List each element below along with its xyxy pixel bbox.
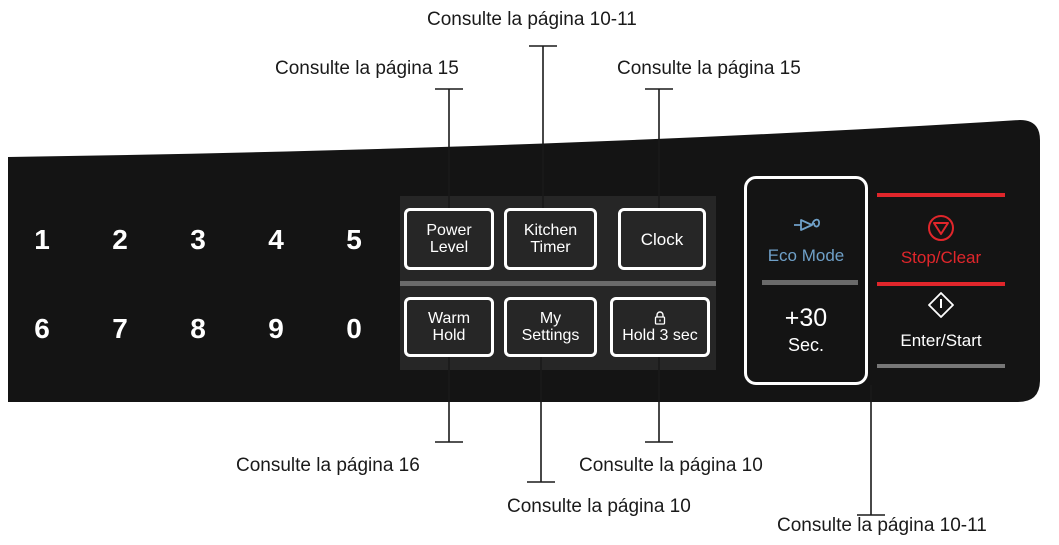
power-level-label-line2: Level <box>429 239 469 256</box>
number-key-9[interactable]: 9 <box>268 313 284 344</box>
my-settings-label-line1: My <box>539 310 562 327</box>
number-key-2[interactable]: 2 <box>112 224 128 255</box>
number-key-3[interactable]: 3 <box>190 224 206 255</box>
hold-3-sec-label: Hold 3 sec <box>622 326 698 344</box>
sec-label: Sec. <box>787 335 825 355</box>
kitchen-timer-page-reference: Consulte la página 10-11 <box>427 9 637 30</box>
number-key-4[interactable]: 4 <box>268 224 284 255</box>
number-key-7[interactable]: 7 <box>112 313 128 344</box>
eco-divider <box>762 280 858 285</box>
eco-mode-label: Eco Mode <box>767 246 845 265</box>
number-key-1[interactable]: 1 <box>34 224 50 255</box>
function-row-divider <box>400 281 716 286</box>
power-level-page-reference: Consulte la página 15 <box>275 58 459 79</box>
warm-hold-button[interactable]: Warm Hold <box>404 297 494 357</box>
number-key-8[interactable]: 8 <box>190 313 206 344</box>
eco-mode-button[interactable]: Eco Mode <box>746 178 866 276</box>
power-level-label-line1: Power <box>426 222 472 239</box>
callout-leaders <box>435 45 885 516</box>
stop-bottom-red-bar <box>877 282 1005 286</box>
my-settings-page-reference: Consulte la página 10 <box>507 496 691 517</box>
power-level-button[interactable]: Power Level <box>404 208 494 270</box>
number-key-6[interactable]: 6 <box>34 313 50 344</box>
clock-button[interactable]: Clock <box>618 208 706 270</box>
warm-hold-label-line2: Hold <box>432 327 466 344</box>
enter-start-label: Enter/Start <box>900 331 982 350</box>
my-settings-button[interactable]: My Settings <box>504 297 597 357</box>
warm-hold-label-line1: Warm <box>427 310 471 327</box>
warm-hold-page-reference: Consulte la página 16 <box>236 455 420 476</box>
clock-page-reference: Consulte la página 15 <box>617 58 801 79</box>
eco-leaf-icon <box>792 210 822 239</box>
eco-plus30-key-group <box>744 176 868 385</box>
child-lock-page-reference: Consulte la página 10 <box>579 455 763 476</box>
start-bottom-grey-bar <box>877 364 1005 368</box>
eco-mode-page-reference: Consulte la página 10-11 <box>777 515 987 536</box>
kitchen-timer-label-line1: Kitchen <box>523 222 578 239</box>
stop-clear-button[interactable]: Stop/Clear <box>876 198 1006 278</box>
clock-label: Clock <box>640 229 684 249</box>
kitchen-timer-label-line2: Timer <box>530 239 571 256</box>
child-lock-button[interactable]: Hold 3 sec <box>610 297 710 357</box>
number-key-5[interactable]: 5 <box>346 224 362 255</box>
stop-top-red-bar <box>877 193 1005 197</box>
stop-icon <box>927 214 955 247</box>
plus-30-sec-button[interactable]: +30 Sec. <box>746 290 866 382</box>
number-key-0[interactable]: 0 <box>346 313 362 344</box>
start-icon <box>928 292 954 323</box>
enter-start-button[interactable]: Enter/Start <box>876 288 1006 360</box>
kitchen-timer-button[interactable]: Kitchen Timer <box>504 208 597 270</box>
my-settings-label-line2: Settings <box>521 327 580 344</box>
stop-clear-label: Stop/Clear <box>900 248 982 267</box>
plus-30-label: +30 <box>784 304 828 332</box>
lock-icon <box>654 310 666 327</box>
